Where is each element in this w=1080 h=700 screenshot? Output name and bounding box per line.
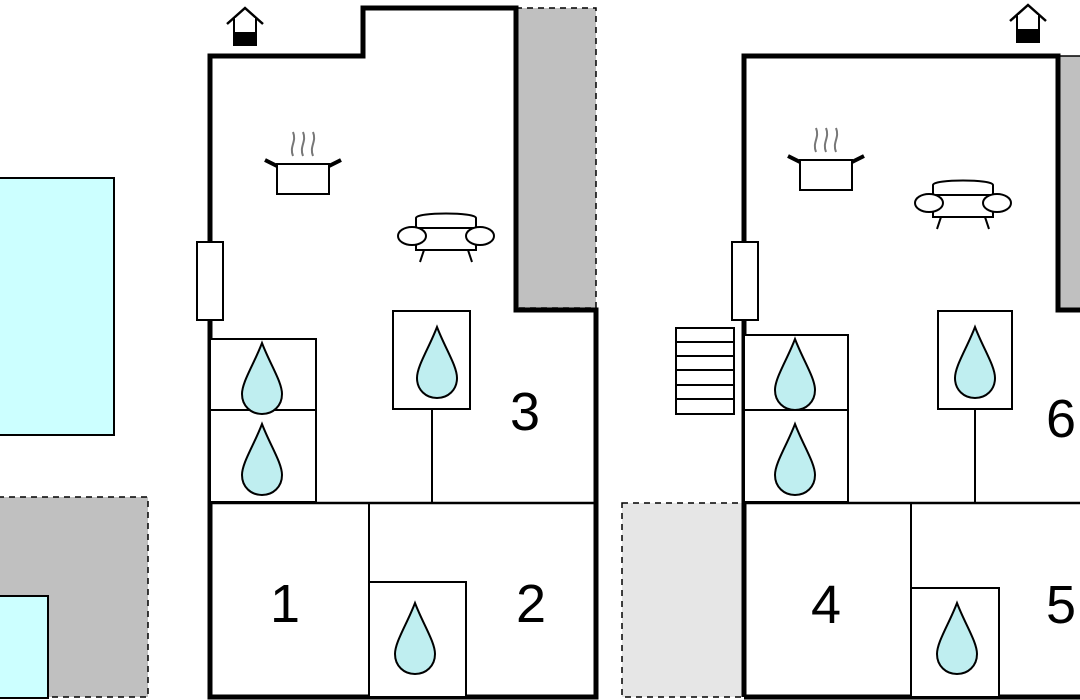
window-b xyxy=(731,241,759,321)
room-number-4: 4 xyxy=(811,575,841,635)
unit-a-walls xyxy=(207,5,599,700)
pool-small xyxy=(0,595,49,699)
window-a xyxy=(196,241,224,321)
stairs-icon xyxy=(675,327,735,415)
terrace-top-left-unit xyxy=(515,7,597,309)
room-number-6: 6 xyxy=(1046,389,1076,449)
house-entrance-icon xyxy=(1008,3,1048,44)
house-entrance-icon xyxy=(225,6,265,47)
terrace-top-right-unit xyxy=(1057,55,1080,311)
room-number-2: 2 xyxy=(516,574,546,634)
sofa-icon xyxy=(914,179,1012,230)
pool-area xyxy=(0,177,115,436)
cooking-pot-icon xyxy=(786,126,866,192)
room-number-1: 1 xyxy=(270,574,300,634)
terrace-right-unit xyxy=(621,502,745,698)
cooking-pot-icon xyxy=(263,130,343,196)
room-number-5: 5 xyxy=(1046,575,1076,635)
sofa-icon xyxy=(397,212,495,263)
room-number-3: 3 xyxy=(510,382,540,442)
